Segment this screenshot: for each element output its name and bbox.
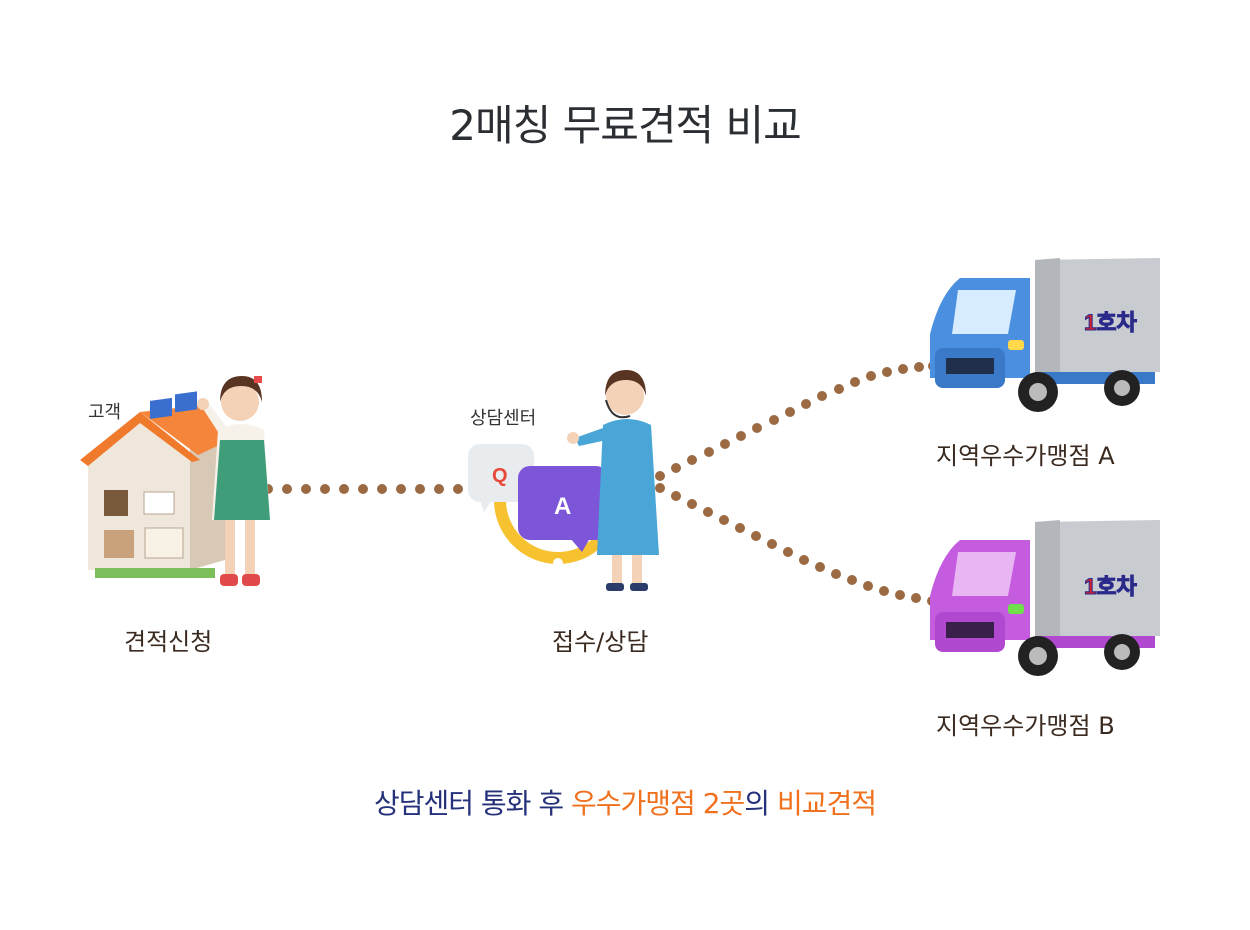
center-tag: 상담센터 bbox=[470, 408, 537, 429]
center-label: 접수/상담 bbox=[552, 628, 649, 656]
footer-part2: 우수가맹점 2곳 bbox=[571, 787, 745, 820]
connector-center-branch-b bbox=[655, 483, 937, 606]
a-letter: A bbox=[554, 493, 571, 520]
connector-customer-center bbox=[263, 484, 463, 494]
branch-b-label: 지역우수가맹점 B bbox=[936, 712, 1115, 740]
connector-center-branch-a bbox=[655, 361, 938, 481]
truck-b-icon: 1호차 bbox=[930, 520, 1160, 676]
footer-caption: 상담센터 통화 후 우수가맹점 2곳의 비교견적 bbox=[0, 782, 1250, 822]
page-title: 2매칭 무료견적 비교 bbox=[449, 101, 802, 150]
branch-a-label: 지역우수가맹점 A bbox=[936, 442, 1115, 470]
truck-a-icon: 1호차 bbox=[930, 258, 1160, 412]
q-letter: Q bbox=[492, 465, 508, 487]
customer-person-icon bbox=[197, 376, 270, 586]
footer-part4: 비교견적 bbox=[776, 787, 877, 820]
qa-chat-icon: Q A bbox=[468, 444, 622, 568]
center-agent-icon bbox=[567, 370, 659, 591]
truck-b-logo: 1호차 bbox=[1084, 574, 1137, 599]
footer-part1: 상담센터 통화 후 bbox=[373, 787, 572, 820]
customer-tag: 고객 bbox=[88, 402, 122, 423]
truck-a-logo: 1호차 bbox=[1084, 310, 1137, 335]
customer-label: 견적신청 bbox=[124, 628, 213, 656]
footer-part3: 의 bbox=[744, 787, 777, 820]
